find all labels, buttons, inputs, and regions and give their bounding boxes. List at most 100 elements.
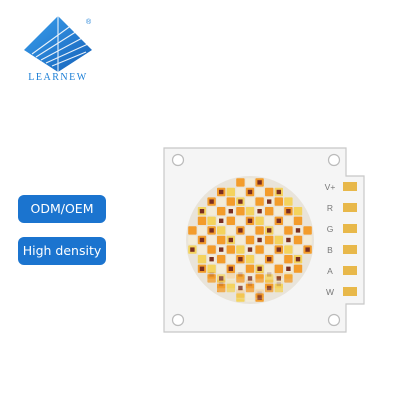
led-chip	[226, 272, 235, 279]
led-chip	[255, 274, 264, 283]
led-chip	[245, 264, 255, 273]
led-chip	[265, 245, 274, 254]
led-chip	[226, 216, 235, 225]
led-chip	[265, 272, 274, 279]
pin-pad	[343, 203, 357, 212]
led-chip	[236, 216, 245, 225]
led-red-die	[209, 199, 214, 204]
led-chip	[245, 226, 255, 235]
led-red-die	[190, 247, 195, 252]
led-chip	[245, 235, 255, 245]
led-red-die	[247, 218, 253, 223]
led-chip	[284, 197, 293, 206]
led-chip	[207, 274, 216, 283]
led-red-die	[247, 247, 253, 252]
led-chip	[236, 178, 245, 187]
led-chip	[274, 279, 283, 289]
led-chip	[197, 255, 207, 264]
led-chip	[188, 235, 197, 245]
led-chip	[207, 207, 216, 216]
led-red-die	[238, 257, 243, 262]
led-chip	[236, 279, 245, 289]
led-chip	[274, 272, 283, 279]
led-chip	[255, 226, 264, 235]
pin-pad	[343, 182, 357, 191]
led-chip	[217, 283, 226, 293]
led-chip	[207, 264, 216, 273]
chip-reflection	[150, 272, 390, 336]
led-chip	[255, 279, 264, 289]
led-chip	[255, 216, 264, 225]
led-chip	[284, 216, 293, 225]
led-red-die	[247, 281, 253, 287]
led-red-die	[286, 266, 291, 271]
led-chip	[255, 272, 264, 279]
led-red-die	[228, 237, 233, 243]
led-chip	[217, 272, 226, 279]
led-chip	[303, 235, 312, 245]
led-chip	[274, 235, 283, 245]
led-chip	[265, 235, 274, 245]
led-chip	[236, 272, 245, 279]
led-chip	[236, 235, 245, 245]
led-red-die	[199, 237, 205, 243]
led-red-die	[286, 237, 291, 243]
led-chip	[293, 207, 303, 216]
led-chip	[265, 274, 274, 283]
led-chip	[265, 187, 274, 197]
led-chip	[245, 293, 255, 302]
led-red-die	[257, 209, 262, 214]
led-chip	[284, 226, 293, 235]
led-chip	[217, 279, 226, 289]
led-red-die	[219, 218, 224, 223]
brand-name: LEARNEW	[28, 72, 88, 83]
led-chip	[274, 255, 283, 264]
led-chip	[293, 235, 303, 245]
led-chip	[303, 226, 312, 235]
led-chip	[226, 197, 235, 206]
led-chip	[226, 283, 235, 293]
led-red-die	[276, 247, 281, 252]
led-chip	[293, 216, 303, 225]
led-red-die	[276, 189, 281, 195]
pin-pad	[343, 245, 357, 254]
led-red-die	[295, 228, 301, 233]
pin-pad	[343, 224, 357, 233]
led-red-die	[199, 209, 205, 214]
led-chip	[255, 255, 264, 264]
led-red-die	[219, 189, 224, 195]
led-chip	[245, 178, 255, 187]
registered-mark: ®	[86, 18, 92, 26]
pin-label: G	[327, 224, 334, 234]
led-chip	[226, 255, 235, 264]
pin-label: R	[327, 203, 333, 213]
led-chip	[245, 255, 255, 264]
led-chip	[255, 187, 264, 197]
led-chip	[217, 264, 226, 273]
led-chip	[236, 264, 245, 273]
led-red-die	[267, 228, 272, 233]
led-array	[188, 178, 312, 302]
led-chip	[245, 289, 255, 298]
led-chip	[197, 226, 207, 235]
led-chip	[245, 207, 255, 216]
pin-label: A	[327, 266, 333, 276]
led-chip	[197, 216, 207, 225]
led-chip	[207, 272, 216, 279]
led-chip	[236, 289, 245, 298]
led-red-die	[238, 272, 243, 277]
led-red-die	[209, 228, 214, 233]
led-chip	[236, 274, 245, 283]
led-chip	[274, 283, 283, 293]
led-chip	[217, 207, 226, 216]
led-red-die	[276, 218, 281, 223]
led-chip	[226, 245, 235, 254]
led-red-die	[238, 228, 243, 233]
led-chip	[245, 272, 255, 279]
led-red-die	[257, 237, 262, 243]
led-red-die	[267, 272, 272, 277]
led-chip	[217, 197, 226, 206]
led-red-die	[267, 285, 272, 291]
led-chip	[245, 279, 255, 289]
